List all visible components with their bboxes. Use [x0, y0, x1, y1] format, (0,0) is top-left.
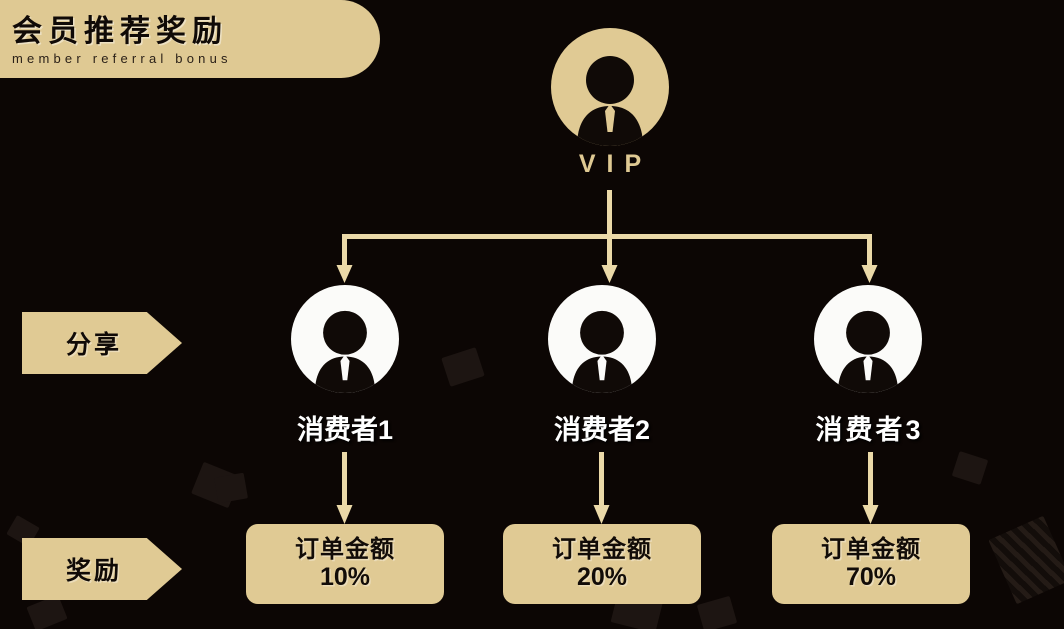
stage-tag-reward-label: 奖励	[66, 557, 123, 585]
stage-tag-reward: 奖励	[22, 538, 182, 600]
consumer-label-2: 消费者2	[553, 415, 651, 445]
consumer-label-1: 消费者1	[296, 415, 394, 445]
reward-box-1: 订单金额 10%	[246, 524, 444, 604]
reward-title-2: 订单金额	[552, 535, 652, 563]
consumer-avatar-3	[814, 285, 922, 393]
vip-label: VIP	[578, 150, 653, 178]
header-banner: 会员推荐奖励 member referral bonus	[0, 0, 380, 78]
reward-percent-1: 10%	[319, 563, 371, 592]
consumer-label-3: 消费者3	[815, 415, 924, 445]
person-avatar-icon	[577, 56, 643, 146]
person-avatar-icon	[837, 310, 899, 393]
reward-percent-2: 20%	[576, 563, 628, 592]
stage-tag-share-label: 分享	[66, 331, 123, 359]
page-title: 会员推荐奖励	[12, 14, 228, 48]
consumer-avatar-1	[291, 285, 399, 393]
reward-title-1: 订单金额	[295, 535, 395, 563]
reward-box-3: 订单金额 70%	[772, 524, 970, 604]
page-subtitle: member referral bonus	[12, 51, 232, 67]
person-avatar-icon	[571, 310, 633, 393]
stage-tag-share: 分享	[22, 312, 182, 374]
reward-percent-3: 70%	[845, 563, 897, 592]
person-avatar-icon	[314, 310, 376, 393]
reward-box-2: 订单金额 20%	[503, 524, 701, 604]
reward-title-3: 订单金额	[821, 535, 921, 563]
consumer-avatar-2	[548, 285, 656, 393]
vip-avatar	[551, 28, 669, 146]
